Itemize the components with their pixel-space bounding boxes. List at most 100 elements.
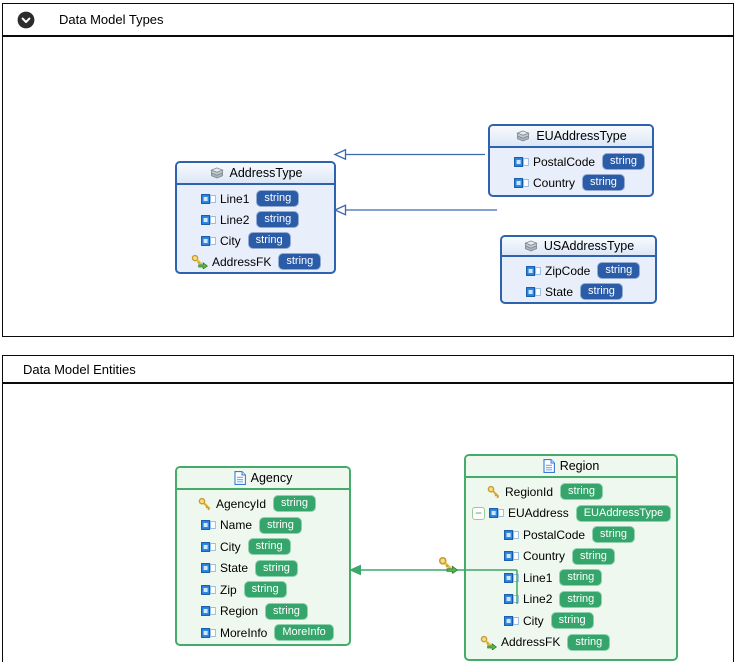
entity-title: Agency — [250, 471, 293, 485]
field-icon — [504, 551, 519, 561]
field-icon — [201, 585, 216, 595]
complex-type-icon — [515, 130, 531, 143]
field-row[interactable]: City string — [177, 536, 349, 558]
collapse-toggle-icon[interactable]: − — [472, 506, 485, 520]
field-type-badge: string — [602, 153, 645, 170]
field-icon — [201, 520, 216, 530]
section-title: Data Model Entities — [23, 361, 136, 377]
field-name: PostalCode — [523, 527, 586, 542]
field-icon — [201, 542, 216, 552]
field-name: Zip — [220, 582, 237, 597]
field-type-badge: MoreInfo — [274, 624, 334, 642]
field-row[interactable]: Zip string — [177, 579, 349, 601]
entity-title: Region — [559, 459, 600, 473]
field-icon — [526, 266, 541, 276]
field-name: Line2 — [523, 592, 553, 607]
field-name: RegionId — [505, 484, 554, 499]
field-name: Line2 — [220, 212, 250, 227]
field-row[interactable]: ZipCode string — [502, 260, 655, 281]
field-row[interactable]: State string — [502, 281, 655, 302]
primary-key-icon — [198, 497, 212, 511]
entity-title: EUAddressType — [536, 129, 627, 143]
field-type-badge: string — [550, 612, 594, 630]
entity-header[interactable]: Region — [466, 456, 676, 478]
field-row[interactable]: AddressFK string — [177, 251, 334, 272]
field-name: EUAddress — [508, 506, 569, 521]
entity-box-region[interactable]: Region RegionId string − EUAddress EUAdd… — [464, 454, 678, 661]
entity-box-euaddresstype[interactable]: EUAddressType PostalCode string Country … — [488, 124, 654, 197]
field-row[interactable]: Line2 string — [466, 589, 676, 611]
field-icon — [504, 573, 519, 583]
field-icon — [514, 178, 529, 188]
foreign-key-icon — [480, 635, 497, 650]
field-icon — [201, 236, 216, 246]
foreign-key-icon — [191, 254, 208, 269]
field-type-badge: string — [582, 174, 625, 191]
field-name: MoreInfo — [220, 625, 268, 640]
entity-title: AddressType — [229, 166, 303, 180]
field-type-badge: string — [256, 190, 300, 207]
field-icon — [504, 594, 519, 604]
field-row[interactable]: PostalCode string — [466, 524, 676, 546]
primary-key-icon — [487, 485, 501, 499]
entity-box-usaddresstype[interactable]: USAddressType ZipCode string State strin… — [500, 235, 657, 304]
entity-header[interactable]: USAddressType — [502, 237, 655, 257]
entity-header[interactable]: Agency — [177, 468, 349, 490]
field-type-badge: string — [256, 211, 300, 228]
complex-type-icon — [209, 167, 225, 180]
field-icon — [201, 606, 216, 616]
field-type-badge: EUAddressType — [575, 504, 672, 522]
field-row[interactable]: MoreInfo MoreInfo — [177, 622, 349, 644]
entity-box-addresstype[interactable]: AddressType Line1 string Line2 string Ci… — [175, 161, 336, 274]
field-row[interactable]: Country string — [490, 172, 652, 193]
field-row-complex[interactable]: − EUAddress EUAddressType — [466, 503, 676, 525]
collapse-chevron-icon[interactable] — [17, 11, 35, 29]
field-type-badge: string — [560, 483, 603, 501]
field-type-badge: string — [247, 232, 291, 249]
section-data-model-types: Data Model Types AddressType Line1 strin… — [2, 3, 734, 337]
field-icon — [504, 616, 519, 626]
entity-box-agency[interactable]: Agency AgencyId string Name string City … — [175, 466, 351, 646]
complex-type-icon — [523, 240, 539, 253]
field-row[interactable]: Line1 string — [466, 567, 676, 589]
field-type-badge: string — [597, 262, 641, 279]
field-icon — [514, 157, 529, 167]
field-row[interactable]: Region string — [177, 601, 349, 623]
field-icon — [201, 194, 216, 204]
field-name: Country — [533, 175, 576, 190]
field-type-badge: string — [567, 633, 611, 651]
field-icon — [201, 563, 216, 573]
field-row[interactable]: AgencyId string — [177, 493, 349, 515]
field-row[interactable]: PostalCode string — [490, 151, 652, 172]
field-type-badge: string — [243, 581, 287, 599]
field-name: Line1 — [523, 570, 553, 585]
field-name: State — [220, 561, 249, 576]
field-icon — [489, 508, 504, 518]
field-name: AgencyId — [216, 496, 267, 511]
field-row[interactable]: Country string — [466, 546, 676, 568]
field-row[interactable]: Line2 string — [177, 209, 334, 230]
field-name: Country — [523, 549, 566, 564]
field-name: City — [220, 539, 241, 554]
field-row[interactable]: RegionId string — [466, 481, 676, 503]
section-title: Data Model Types — [59, 12, 164, 27]
field-row[interactable]: City string — [177, 230, 334, 251]
field-type-badge: string — [592, 526, 635, 544]
field-row[interactable]: City string — [466, 610, 676, 632]
section-header-types[interactable]: Data Model Types — [3, 4, 733, 37]
field-type-badge: string — [247, 538, 291, 556]
entity-header[interactable]: EUAddressType — [490, 126, 652, 148]
field-icon — [201, 628, 216, 638]
entity-title: USAddressType — [543, 239, 635, 253]
field-row[interactable]: State string — [177, 558, 349, 580]
field-name: Line1 — [220, 191, 250, 206]
field-type-badge: string — [255, 559, 298, 577]
entity-document-icon — [543, 459, 555, 473]
entity-header[interactable]: AddressType — [177, 163, 334, 185]
field-row[interactable]: Name string — [177, 515, 349, 537]
field-type-badge: string — [559, 569, 603, 587]
field-row[interactable]: AddressFK string — [466, 632, 676, 654]
section-data-model-entities: Data Model Entities Agency AgencyId stri… — [2, 355, 734, 662]
field-row[interactable]: Line1 string — [177, 188, 334, 209]
section-header-entities[interactable]: Data Model Entities — [3, 356, 733, 384]
